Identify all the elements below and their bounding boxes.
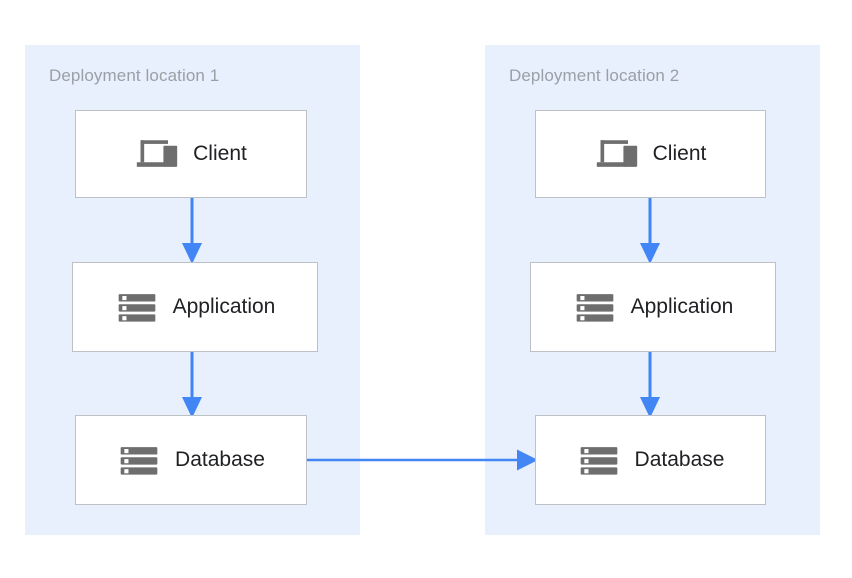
zone-label-1: Deployment location 1: [49, 66, 220, 85]
node-label-database-2: Database: [634, 448, 725, 471]
server-icon: [576, 294, 613, 322]
node-label-database-1: Database: [175, 448, 265, 471]
node-client-2[interactable]: Client: [535, 110, 766, 198]
node-database-2[interactable]: Database: [535, 415, 766, 505]
node-application-1[interactable]: Application: [72, 262, 318, 352]
node-client-1[interactable]: Client: [75, 110, 307, 198]
server-icon: [120, 447, 158, 475]
node-label-application-2: Application: [630, 295, 734, 318]
node-label-client-1: Client: [193, 142, 247, 165]
devices-icon: [596, 140, 637, 167]
node-application-2[interactable]: Application: [530, 262, 776, 352]
server-icon: [580, 447, 617, 475]
node-database-1[interactable]: Database: [75, 415, 307, 505]
devices-icon: [136, 140, 178, 167]
server-icon: [118, 294, 155, 322]
zone-label-2: Deployment location 2: [509, 66, 680, 85]
node-label-application-1: Application: [172, 295, 276, 318]
node-label-client-2: Client: [652, 142, 707, 165]
